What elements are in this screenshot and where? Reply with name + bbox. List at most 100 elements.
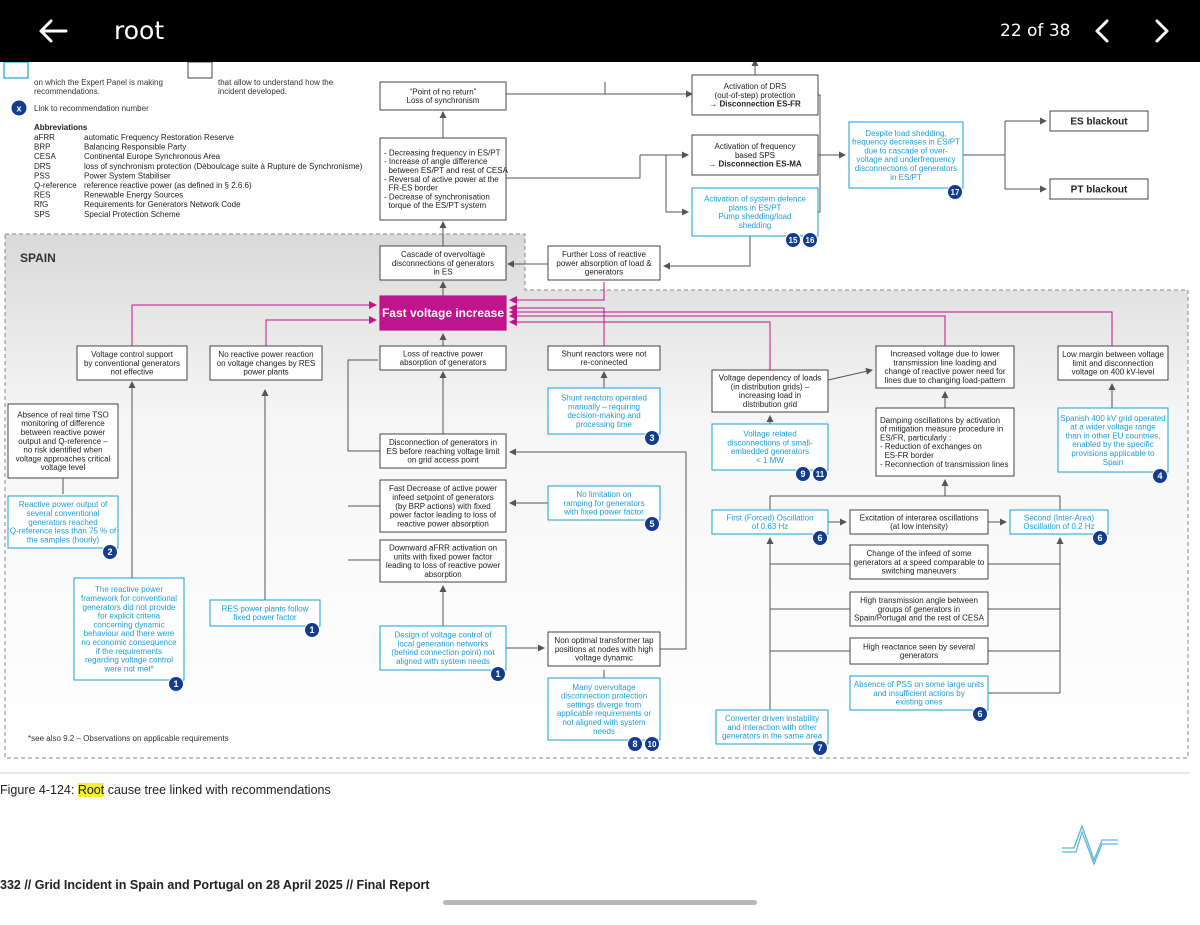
chevron-right-icon[interactable] xyxy=(1146,16,1176,46)
node-text: at a wider voltage range xyxy=(1070,423,1156,432)
recommendation-badge[interactable]: 2 xyxy=(102,544,118,560)
recommendation-badge[interactable]: 3 xyxy=(644,430,660,446)
chevron-left-icon[interactable] xyxy=(1088,16,1118,46)
svg-text:8: 8 xyxy=(632,739,637,749)
recommendation-badge[interactable]: 7 xyxy=(812,740,828,756)
node-text: disconnections of generators xyxy=(855,164,957,173)
node-text: were not met* xyxy=(103,664,153,673)
node-text: Loss of reactive power xyxy=(403,349,483,358)
node-text: First (Forced) Oscillation xyxy=(726,513,813,522)
node-text: needs xyxy=(593,727,615,736)
recommendation-badge[interactable]: 15 xyxy=(785,232,801,248)
node-text: disconnection protection xyxy=(561,692,647,701)
node-text: Shunt reactors were not xyxy=(562,349,648,358)
node-text: power plants xyxy=(243,368,288,377)
svg-text:3: 3 xyxy=(649,433,654,443)
node-excit: Excitation of interarea oscillations(at … xyxy=(849,509,989,535)
spain-region-label: SPAIN xyxy=(20,251,56,265)
recommendation-badge[interactable]: 5 xyxy=(644,516,660,532)
recommendation-badge[interactable]: 6 xyxy=(1092,530,1108,546)
svg-text:5: 5 xyxy=(649,519,654,529)
connector-arrow xyxy=(131,301,377,346)
node-text: Absence of real time TSO xyxy=(17,410,108,419)
node-text: Downward aFRR activation on xyxy=(389,544,497,553)
recommendation-badge[interactable]: 9 xyxy=(795,466,811,482)
node-text: monitoring of difference xyxy=(21,419,105,428)
node-text: plans in ES/PT xyxy=(729,203,782,212)
recommendation-badge[interactable]: 4 xyxy=(1152,468,1168,484)
node-text: - Reconnection of transmission lines xyxy=(880,460,1009,469)
node-text: Q-reference less than 75 % of xyxy=(10,527,117,536)
recommendation-badge[interactable]: 1 xyxy=(490,666,506,682)
node-text: no risk identified when xyxy=(23,446,102,455)
recommendation-badge[interactable]: 1 xyxy=(168,676,184,692)
node-text: Activation of system defence xyxy=(704,195,806,204)
recommendation-badge[interactable]: 11 xyxy=(812,466,828,482)
connector-arrow xyxy=(509,304,605,346)
node-text: Non optimal transformer tap xyxy=(554,636,654,645)
node-text: aligned with system needs xyxy=(396,657,490,666)
node-text: Voltage control support xyxy=(91,350,174,359)
node-text: generators xyxy=(585,268,623,277)
node-text: of 0.63 Hz xyxy=(752,522,788,531)
node-text: (at low intensity) xyxy=(890,522,948,531)
node-text: settings diverge from xyxy=(567,700,642,709)
connector-arrow xyxy=(509,318,771,370)
recommendation-badge[interactable]: 1 xyxy=(304,622,320,638)
node-text: generators did not provide xyxy=(83,603,177,612)
node-text: Spain/Portugal and the rest of CESA xyxy=(854,614,985,623)
recommendation-badge[interactable]: 6 xyxy=(812,530,828,546)
recommendation-badge[interactable]: 17 xyxy=(947,184,963,200)
node-text: Design of voltage control of xyxy=(395,631,493,640)
node-text: fixed power factor xyxy=(233,613,296,622)
node-text: - Increase of angle difference xyxy=(384,157,488,166)
node-text: generators at a speed comparable to xyxy=(854,558,985,567)
recommendation-badge[interactable]: 16 xyxy=(802,232,818,248)
node-text: on grid access point xyxy=(407,456,479,465)
node-text: Low margin between voltage xyxy=(1062,350,1164,359)
node-text: Despite load shedding, xyxy=(865,129,946,138)
abbr-value: Requirements for Generators Network Code xyxy=(84,200,241,209)
svg-text:6: 6 xyxy=(1097,533,1102,543)
node-text: Loss of synchronism xyxy=(407,96,480,105)
node-text: High reactance seen by several xyxy=(863,642,975,651)
recommendation-badge[interactable]: 8 xyxy=(627,736,643,752)
back-arrow-icon[interactable] xyxy=(36,14,70,48)
svg-text:1: 1 xyxy=(173,679,178,689)
node-text: - Decreasing frequency in ES/PT xyxy=(384,148,501,157)
node-text: output and Q-reference – xyxy=(18,437,108,446)
node-text: concerning dynamic xyxy=(93,620,164,629)
recommendation-badge[interactable]: 6 xyxy=(972,706,988,722)
node-text: No reactive power reaction xyxy=(218,350,313,359)
node-text: switching maneuvers xyxy=(882,567,957,576)
node-text: positions at nodes with high xyxy=(555,645,653,654)
node-text: Activation of DRS xyxy=(724,82,787,91)
node-text: regarding voltage control xyxy=(85,656,173,665)
node-text: Oscillation of 0.2 Hz xyxy=(1023,522,1094,531)
legend-badge-icon: x xyxy=(11,100,27,116)
svg-text:11: 11 xyxy=(816,470,825,479)
legend-link-label: Link to recommendation number xyxy=(34,104,149,113)
node-text: change of reactive power need for xyxy=(885,367,1006,376)
horizontal-scrollbar[interactable] xyxy=(443,900,757,905)
connector-arrow xyxy=(509,308,1113,346)
node-text: for explicit criteria xyxy=(98,612,161,621)
root-cause-diagram: SPAIN*see also 9.2 – Observations on app… xyxy=(0,62,1190,774)
abbr-key: CESA xyxy=(34,152,56,161)
node-text: < 1 MW xyxy=(756,456,784,465)
node-text: voltage on 400 kV-level xyxy=(1072,368,1155,377)
node-text: Reactive power output of xyxy=(19,500,108,509)
svg-text:7: 7 xyxy=(817,743,822,753)
recommendation-badge[interactable]: 10 xyxy=(644,736,660,752)
connector-arrow xyxy=(265,316,377,346)
node-text: enabled by the specific xyxy=(1072,440,1153,449)
node-text: local generation networks xyxy=(398,639,489,648)
connector-line xyxy=(506,82,606,95)
node-text: lines due to changing load-pattern xyxy=(885,376,1006,385)
